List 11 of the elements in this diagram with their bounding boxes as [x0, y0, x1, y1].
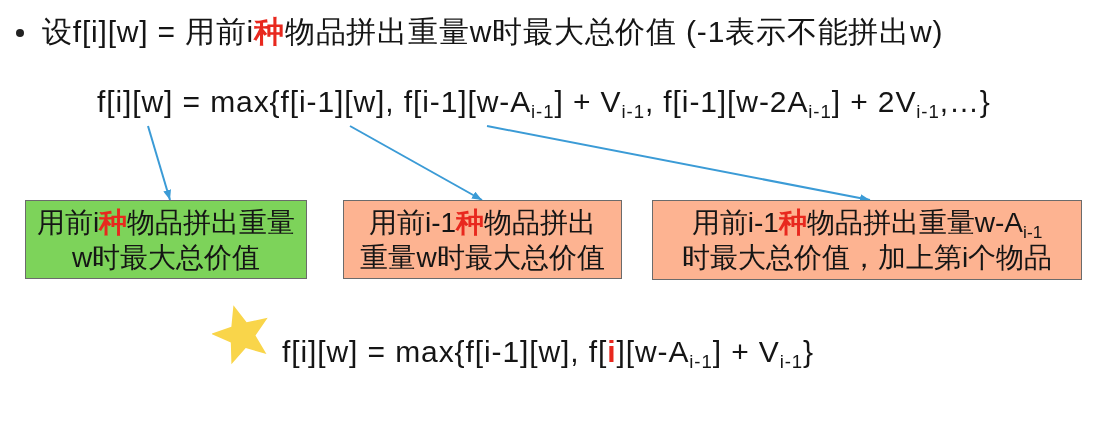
formula-text: f[i][w] = max{f[i-1][w], f[i-1][w-A$_{i-1}$] + V$_{i-1}$, f[i-1][w-2A$_{i-1}$] + 2V$_{i-1}$,…} [97, 78, 991, 126]
box-text: 用前i-1种物品拼出重量w-A$_{i-1}$时最大总价值，加上第i个物品 [680, 206, 1054, 275]
bullet-text: 设f[i][w] = 用前i种物品拼出重量w时最大总价值 (-1表示不能拼出w) [42, 14, 944, 50]
formula-text: f[i][w] = max{f[i-1][w], f[i][w-A$_{i-1}$] + V$_{i-1}$} [282, 334, 815, 370]
arrow [349, 125, 483, 201]
box-text: 用前i-1种物品拼出重量w时最大总价值 [359, 205, 606, 275]
explanation-box [25, 200, 307, 279]
arrow [147, 125, 171, 201]
box-text: 用前i种物品拼出重量w时最大总价值 [35, 205, 297, 275]
explanation-box [343, 200, 622, 279]
explanation-box [652, 200, 1082, 280]
